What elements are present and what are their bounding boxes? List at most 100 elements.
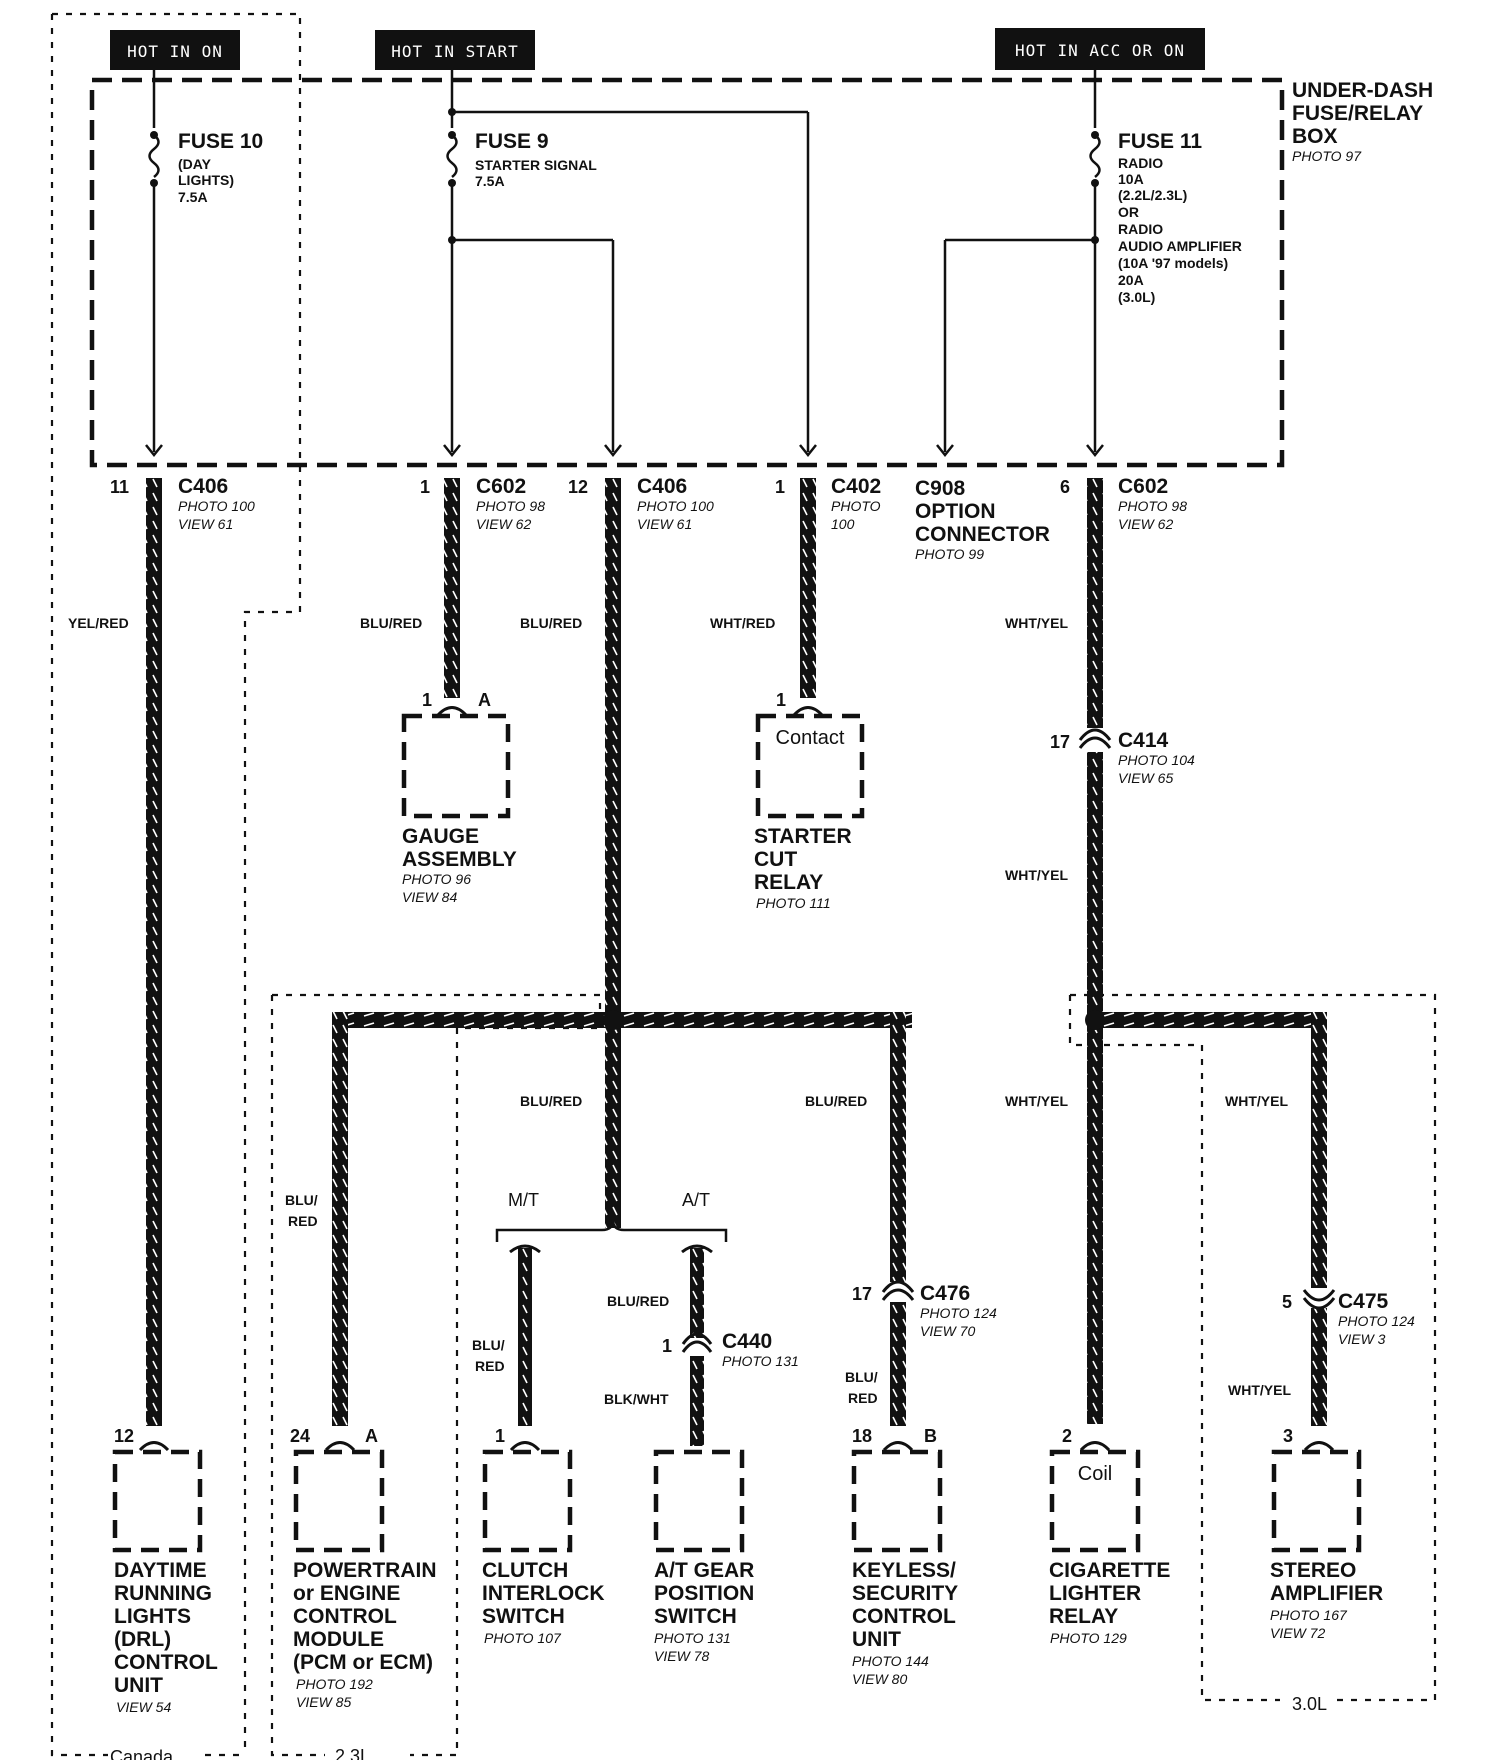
svg-text:RELAY: RELAY [1049, 1605, 1118, 1628]
svg-text:PHOTO: PHOTO [831, 498, 881, 514]
connector-c406-left: 11 C406 PHOTO 100 VIEW 61 [110, 475, 255, 532]
component-cigarette-lighter-relay: 2 Coil CIGARETTE LIGHTER RELAY PHOTO 129 [1049, 1426, 1170, 1646]
svg-text:VIEW 62: VIEW 62 [476, 516, 531, 532]
svg-text:(10A '97 models): (10A '97 models) [1118, 255, 1228, 271]
svg-text:A: A [478, 690, 491, 710]
svg-text:VIEW 80: VIEW 80 [852, 1671, 907, 1687]
svg-text:FUSE/RELAY: FUSE/RELAY [1292, 102, 1423, 125]
component-gauge-assembly: 1 A GAUGE ASSEMBLY PHOTO 96 VIEW 84 [401, 690, 517, 905]
svg-text:B: B [924, 1426, 937, 1446]
svg-text:LIGHTS: LIGHTS [114, 1605, 191, 1628]
fuse-box-label: UNDER-DASH FUSE/RELAY BOX PHOTO 97 [1292, 79, 1433, 164]
svg-text:WHT/RED: WHT/RED [710, 615, 775, 631]
svg-text:POWERTRAIN: POWERTRAIN [293, 1559, 437, 1582]
connector-c402: 1 C402 PHOTO 100 [775, 475, 881, 532]
svg-text:1: 1 [495, 1426, 505, 1446]
svg-text:C402: C402 [831, 475, 881, 498]
hot-label-start: HOT IN START [375, 30, 535, 70]
svg-text:5: 5 [1282, 1292, 1292, 1312]
svg-text:DAYTIME: DAYTIME [114, 1559, 207, 1582]
svg-text:WHT/YEL: WHT/YEL [1005, 867, 1068, 883]
svg-text:FUSE 11: FUSE 11 [1118, 130, 1202, 153]
svg-text:C406: C406 [637, 475, 687, 498]
svg-text:VIEW 54: VIEW 54 [116, 1699, 171, 1715]
svg-text:12: 12 [114, 1426, 134, 1446]
svg-text:RED: RED [848, 1390, 878, 1406]
svg-text:PHOTO 131: PHOTO 131 [654, 1630, 731, 1646]
svg-text:Contact: Contact [776, 727, 845, 749]
svg-text:17: 17 [852, 1284, 872, 1304]
svg-text:PHOTO 124: PHOTO 124 [920, 1305, 997, 1321]
svg-text:UNIT: UNIT [114, 1674, 163, 1697]
inline-connector-symbols [509, 728, 1336, 1353]
svg-text:BLU/RED: BLU/RED [607, 1293, 669, 1309]
svg-text:WHT/YEL: WHT/YEL [1228, 1382, 1291, 1398]
svg-text:C406: C406 [178, 475, 228, 498]
svg-text:CONTROL: CONTROL [852, 1605, 956, 1628]
svg-text:PHOTO 97: PHOTO 97 [1292, 148, 1362, 164]
svg-text:BLU/: BLU/ [285, 1192, 318, 1208]
svg-text:7.5A: 7.5A [475, 173, 505, 189]
svg-text:VIEW 72: VIEW 72 [1270, 1625, 1325, 1641]
svg-text:A: A [365, 1426, 378, 1446]
svg-text:CLUTCH: CLUTCH [482, 1559, 568, 1582]
svg-text:100: 100 [831, 516, 855, 532]
svg-text:PHOTO 192: PHOTO 192 [296, 1676, 373, 1692]
svg-text:WHT/YEL: WHT/YEL [1005, 1093, 1068, 1109]
svg-text:A/T GEAR: A/T GEAR [654, 1559, 754, 1582]
connector-c476: 17 C476 PHOTO 124 VIEW 70 [852, 1282, 997, 1339]
svg-text:VIEW 3: VIEW 3 [1338, 1331, 1386, 1347]
svg-text:(PCM or ECM): (PCM or ECM) [293, 1651, 433, 1674]
at-label: A/T [682, 1190, 710, 1210]
svg-text:WHT/YEL: WHT/YEL [1005, 615, 1068, 631]
svg-text:C414: C414 [1118, 729, 1169, 752]
svg-text:CONTROL: CONTROL [114, 1651, 218, 1674]
component-keyless-security-unit: 18 B KEYLESS/ SECURITY CONTROL UNIT PHOT… [851, 1426, 958, 1687]
svg-text:PHOTO 98: PHOTO 98 [1118, 498, 1187, 514]
mt-label: M/T [508, 1190, 539, 1210]
svg-text:1: 1 [776, 690, 786, 710]
svg-text:AMPLIFIER: AMPLIFIER [1270, 1582, 1383, 1605]
fuse-9-label: FUSE 9 STARTER SIGNAL 7.5A [475, 130, 597, 189]
svg-text:INTERLOCK: INTERLOCK [482, 1582, 605, 1605]
svg-text:BOX: BOX [1292, 125, 1338, 148]
svg-text:OPTION: OPTION [915, 500, 996, 523]
svg-text:RED: RED [475, 1358, 505, 1374]
svg-text:LIGHTER: LIGHTER [1049, 1582, 1141, 1605]
svg-text:PHOTO 100: PHOTO 100 [637, 498, 714, 514]
svg-text:VIEW 84: VIEW 84 [402, 889, 457, 905]
svg-text:1: 1 [422, 690, 432, 710]
svg-text:VIEW 85: VIEW 85 [296, 1694, 351, 1710]
svg-text:SWITCH: SWITCH [654, 1605, 737, 1628]
svg-text:PHOTO 96: PHOTO 96 [402, 871, 471, 887]
svg-text:HOT IN START: HOT IN START [391, 42, 519, 61]
svg-text:PHOTO 129: PHOTO 129 [1050, 1630, 1127, 1646]
mt-at-bracket [495, 1219, 728, 1242]
svg-text:FUSE 10: FUSE 10 [178, 130, 263, 153]
svg-text:ASSEMBLY: ASSEMBLY [402, 848, 517, 871]
svg-text:UNIT: UNIT [852, 1628, 901, 1651]
svg-text:OR: OR [1118, 204, 1139, 220]
connector-c475: 5 C475 PHOTO 124 VIEW 3 [1282, 1290, 1415, 1347]
under-dash-fuse-box-outline [89, 77, 1285, 468]
svg-text:7.5A: 7.5A [178, 189, 208, 205]
component-starter-cut-relay: 1 Contact STARTER CUT RELAY PHOTO 111 [754, 690, 865, 911]
svg-text:PHOTO 99: PHOTO 99 [915, 546, 984, 562]
svg-text:CONTROL: CONTROL [293, 1605, 397, 1628]
wire-color-labels: YEL/RED BLU/RED BLU/RED WHT/RED WHT/YEL … [68, 615, 1291, 1407]
region-label-3-0l: 3.0L [1292, 1694, 1327, 1714]
svg-text:RADIO: RADIO [1118, 155, 1163, 171]
svg-text:VIEW 78: VIEW 78 [654, 1648, 709, 1664]
svg-text:WHT/YEL: WHT/YEL [1225, 1093, 1288, 1109]
component-clutch-interlock-switch: 1 CLUTCH INTERLOCK SWITCH PHOTO 107 [482, 1426, 605, 1646]
svg-text:PHOTO 104: PHOTO 104 [1118, 752, 1195, 768]
svg-text:C908: C908 [915, 477, 966, 500]
svg-text:POSITION: POSITION [654, 1582, 754, 1605]
svg-text:BLU/: BLU/ [845, 1369, 878, 1385]
svg-text:PHOTO 167: PHOTO 167 [1270, 1607, 1348, 1623]
svg-text:CIGARETTE: CIGARETTE [1049, 1559, 1170, 1582]
svg-text:HOT IN ON: HOT IN ON [127, 42, 223, 61]
svg-text:BLU/RED: BLU/RED [520, 1093, 582, 1109]
region-2-3l-outline [270, 993, 602, 1757]
svg-text:12: 12 [568, 477, 588, 497]
